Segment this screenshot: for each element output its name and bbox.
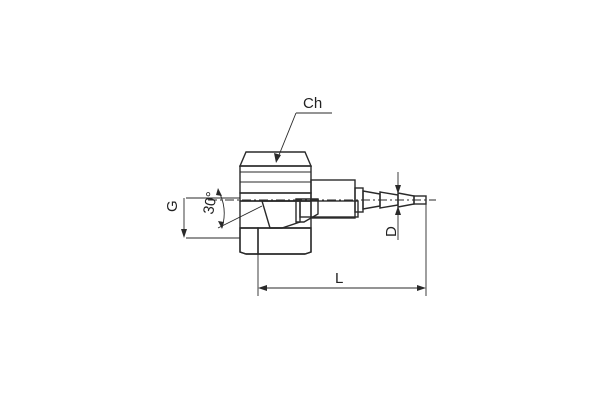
hex-dimension	[274, 112, 332, 163]
diameter-dimension	[395, 172, 401, 240]
angle-label: 30°	[200, 190, 221, 215]
length-dimension	[257, 204, 427, 296]
diameter-label: D	[383, 226, 400, 237]
thread-label: G	[164, 200, 181, 212]
cone-seat	[261, 198, 319, 229]
thread-dimension	[181, 197, 240, 239]
angle-dimension	[216, 188, 263, 229]
hex-size-label: Ch	[303, 95, 322, 112]
length-label: L	[335, 270, 343, 287]
